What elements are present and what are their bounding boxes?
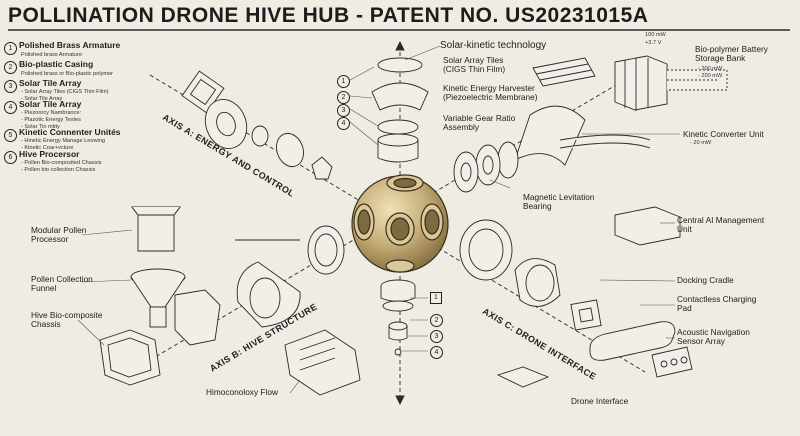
callout-number: 1 bbox=[430, 292, 442, 304]
kinetic-harvester-label: Kinetic Energy Harvester bbox=[443, 83, 535, 93]
kinetic-converter-label: Kinetic Converter Unit bbox=[683, 129, 764, 139]
magnetic-sub: Bearing bbox=[523, 201, 552, 211]
battery-spec: - 200 mW bbox=[698, 66, 723, 72]
top-stack bbox=[371, 57, 429, 163]
callout-number: 4 bbox=[430, 346, 443, 359]
pollen-processor-label: Modular Pollen bbox=[31, 225, 87, 235]
legend-sub: Polished brass Armature bbox=[21, 52, 82, 58]
legend-heading: Solar Tile Array bbox=[19, 99, 82, 109]
drone-interface-label: Drone Interface bbox=[571, 396, 629, 406]
battery-sub: Storage Bank bbox=[695, 53, 746, 63]
legend-heading: Kinetic Connenter Unités bbox=[19, 127, 121, 137]
charging-label: Contactless Charging bbox=[677, 294, 757, 304]
solar-tiles-label: Solar Array Tiles bbox=[443, 55, 504, 65]
legend-sub: - Solar Tile Array bbox=[21, 96, 63, 102]
bottom-stack bbox=[380, 279, 416, 356]
legend-number: 3 bbox=[4, 80, 17, 93]
hive-chassis-sub: Chassis bbox=[31, 319, 61, 329]
central-ai-sub: Unit bbox=[677, 224, 692, 234]
pollen-funnel-sub: Funnel bbox=[31, 283, 57, 293]
callout-number: 2 bbox=[430, 314, 443, 327]
acoustic-label: Acoustic Navigation bbox=[677, 327, 750, 337]
gear-label: Variable Gear Ratio bbox=[443, 113, 516, 123]
docking-label: Docking Cradle bbox=[677, 275, 734, 285]
pollen-processor-sub: Processor bbox=[31, 234, 69, 244]
legend-sub: - Solar Array Tiles (CIGS Thin Film) bbox=[21, 89, 109, 95]
callout-number: 1 bbox=[337, 75, 350, 88]
axis-b-parts bbox=[99, 206, 361, 396]
legend-heading: Solar Tile Array bbox=[19, 78, 82, 88]
legend-sub: - Kinetic Coar+vcture bbox=[21, 145, 74, 151]
flow-label: Himoconoloxy Flow bbox=[206, 387, 278, 397]
legend-heading: Bio-plastic Casing bbox=[19, 59, 94, 69]
legend-number: 5 bbox=[4, 129, 17, 142]
kinetic-converter-spec: - 20 mW bbox=[690, 140, 712, 146]
callout-number: 4 bbox=[337, 117, 350, 130]
callout-number: 2 bbox=[337, 91, 350, 104]
magnetic-label: Magnetic Levitation bbox=[523, 192, 595, 202]
central-hub bbox=[351, 174, 449, 273]
legend-sub: - Pollen Bio-composited Chassis bbox=[21, 160, 102, 166]
legend-number: 4 bbox=[4, 101, 17, 114]
battery-label: Bio-polymer Battery bbox=[695, 44, 768, 54]
kinetic-harvester-sub: (Piezoelectric Membrane) bbox=[443, 92, 538, 102]
pollen-funnel-label: Pollen Collection bbox=[31, 274, 93, 284]
acoustic-sub: Sensor Array bbox=[677, 336, 725, 346]
callout-number: 3 bbox=[430, 330, 443, 343]
central-ai-label: Central AI Management bbox=[677, 215, 765, 225]
battery-spec: 100 mW bbox=[645, 32, 666, 38]
legend-number: 6 bbox=[4, 151, 17, 164]
page-title: POLLINATION DRONE HIVE HUB - PATENT NO. … bbox=[8, 4, 649, 27]
battery-spec: +3.7 V bbox=[645, 40, 662, 46]
solar-kinetic-label: Solar-kinetic technology bbox=[440, 40, 547, 51]
legend-sub: - Solar Tin mtity bbox=[21, 124, 60, 130]
battery-spec: - 200 mW bbox=[698, 73, 723, 79]
gear-sub: Assembly bbox=[443, 122, 479, 132]
axis-right-parts bbox=[453, 55, 728, 193]
legend-sub: - Pollen bio collection Chassis bbox=[21, 167, 96, 173]
callout-number: 3 bbox=[337, 104, 350, 117]
legend-sub: - Piezoorcy Nambrance: bbox=[21, 110, 81, 116]
legend-number: 1 bbox=[4, 42, 17, 55]
axis-c-parts bbox=[459, 206, 693, 388]
legend-sub: - Plazotic Energy Textes bbox=[21, 117, 81, 123]
hive-chassis-label: Hive Bio-composite bbox=[31, 310, 103, 320]
solar-tiles-sub: (CIGS Thin Film) bbox=[443, 64, 506, 74]
legend-sub: Polished brass or Bio-plastic polymer bbox=[21, 71, 114, 77]
legend-number: 2 bbox=[4, 61, 17, 74]
charging-sub: Pad bbox=[677, 303, 692, 313]
legend-heading: Hive Procersor bbox=[19, 149, 80, 159]
legend-heading: Polished Brass Armature bbox=[19, 40, 121, 50]
axis-a-parts bbox=[181, 70, 333, 180]
legend-sub: - Hinetic Energy Manage Leowing bbox=[21, 138, 105, 144]
